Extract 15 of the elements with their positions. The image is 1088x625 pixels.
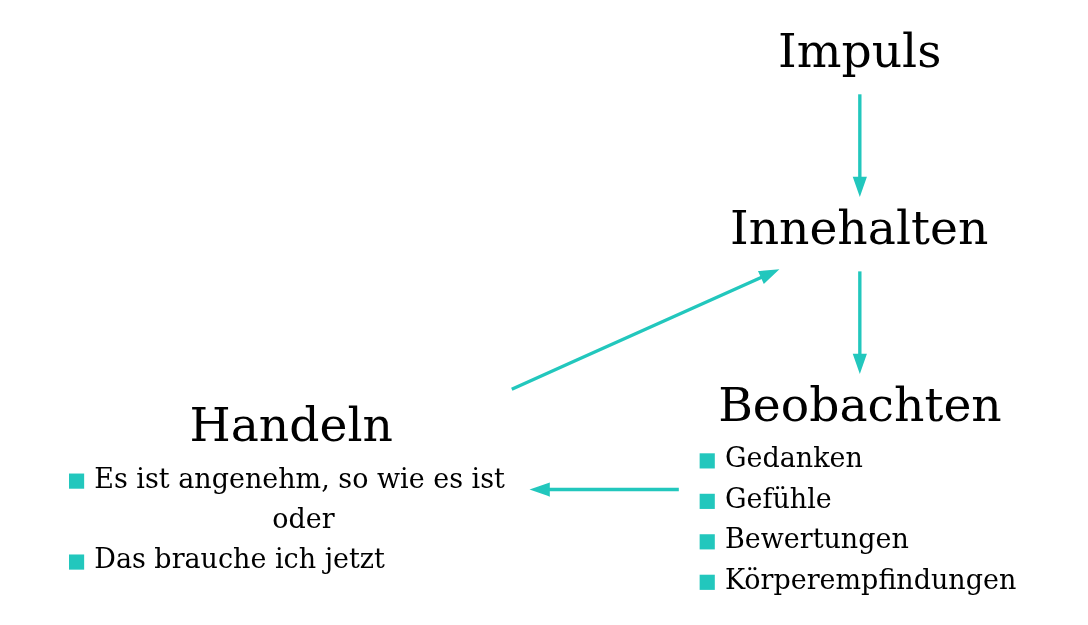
arrow: [510, 269, 779, 391]
node-label: Gefühle: [724, 482, 832, 514]
arrow: [852, 94, 867, 197]
node-label: Bewertungen: [724, 523, 909, 555]
arrow: [529, 482, 679, 497]
node-label: Körperempfindungen: [724, 563, 1016, 595]
node-label: Es ist angenehm, so wie es ist: [93, 462, 505, 494]
node-label: Beobachten: [717, 377, 1002, 433]
node-label: oder: [271, 503, 335, 534]
node-text: Innehalten: [729, 200, 988, 256]
arrow: [852, 271, 867, 374]
node-label: Gedanken: [724, 442, 863, 474]
node-label: Das brauche ich jetzt: [93, 543, 385, 575]
node-text: Impuls: [777, 22, 941, 78]
node-label: Handeln: [189, 397, 393, 453]
